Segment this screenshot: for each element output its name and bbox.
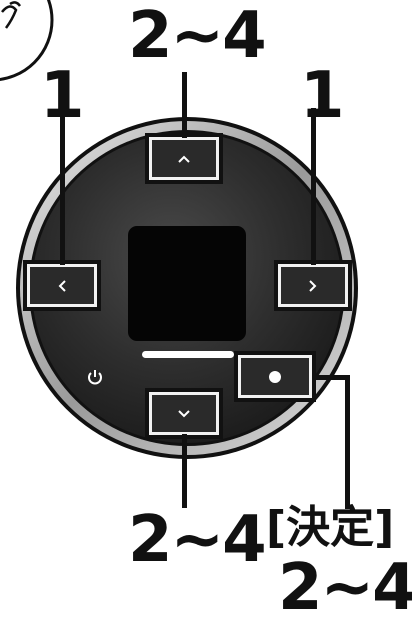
chevron-right-icon [308, 279, 318, 293]
enter-step-label: 2~4 [278, 556, 412, 620]
right-step-label: 1 [300, 64, 343, 128]
up-step-label: 2~4 [128, 4, 265, 68]
callout-line-up [182, 72, 187, 138]
chevron-left-icon [57, 279, 67, 293]
callout-line-enter-v [345, 375, 350, 509]
right-button[interactable] [278, 264, 348, 307]
down-button[interactable] [149, 392, 219, 435]
enter-button[interactable] [238, 355, 312, 398]
up-button[interactable] [149, 137, 219, 180]
dot-icon [268, 370, 282, 384]
indicator-bar [142, 351, 234, 358]
callout-line-down [182, 434, 187, 508]
enter-label: [決定] [266, 506, 394, 550]
chevron-up-icon [177, 154, 191, 164]
chevron-down-icon [177, 409, 191, 419]
power-icon[interactable] [86, 368, 104, 390]
down-step-label: 2~4 [128, 508, 265, 572]
display-screen [128, 226, 246, 341]
left-button[interactable] [27, 264, 97, 307]
left-step-label: 1 [40, 64, 83, 128]
